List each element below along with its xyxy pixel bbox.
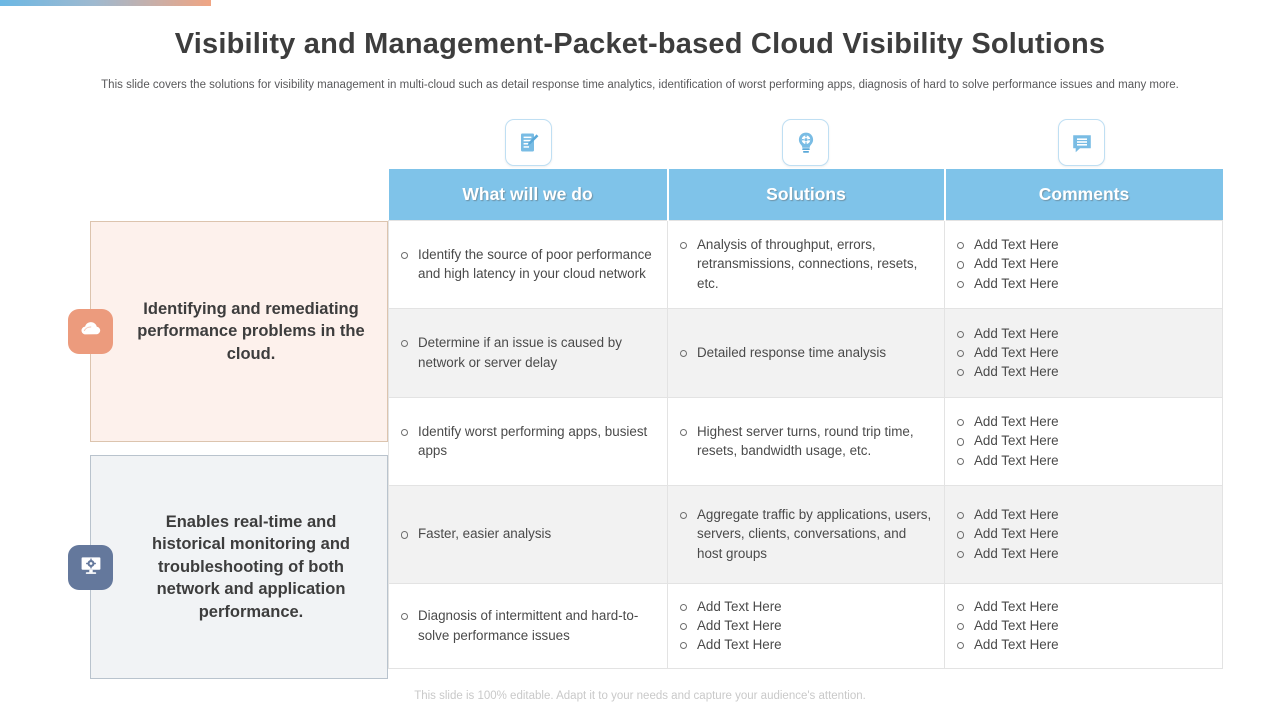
bullet-list: Aggregate traffic by applications, users… [678, 505, 932, 563]
list-item: Add Text Here [955, 362, 1210, 381]
list-item: Determine if an issue is caused by netwo… [399, 333, 655, 371]
cell-comments: Add Text Here Add Text Here Add Text Her… [944, 219, 1223, 309]
callout-panel-background [90, 221, 388, 442]
callout-panel-text: Enables real-time and historical monitor… [151, 512, 350, 621]
monitor-gear-icon [78, 552, 104, 583]
cell-what: Diagnosis of intermittent and hard-to-so… [388, 582, 668, 669]
list-item: Add Text Here [955, 274, 1210, 293]
callout-panel-text: Identifying and remediating performance … [137, 299, 365, 363]
list-item: Add Text Here [678, 597, 932, 616]
monitor-gear-icon-tile[interactable] [68, 545, 113, 590]
bullet-list: Analysis of throughput, errors, retransm… [678, 235, 932, 293]
cell-what: Identify worst performing apps, busiest … [388, 396, 668, 486]
badge-solutions[interactable] [782, 119, 829, 166]
list-item: Analysis of throughput, errors, retransm… [678, 235, 932, 293]
badge-comments[interactable] [1058, 119, 1105, 166]
bullet-list: Determine if an issue is caused by netwo… [399, 333, 655, 371]
slide-footer-note: This slide is 100% editable. Adapt it to… [414, 690, 866, 702]
list-item: Detailed response time analysis [678, 343, 932, 362]
column-header-solutions: Solutions [667, 169, 946, 220]
bullet-list: Add Text Here Add Text Here Add Text Her… [955, 235, 1210, 293]
list-item: Highest server turns, round trip time, r… [678, 422, 932, 460]
table-row: Determine if an issue is caused by netwo… [388, 307, 1223, 398]
column-header-comments: Comments [944, 169, 1223, 220]
list-item: Add Text Here [955, 524, 1210, 543]
cell-comments: Add Text Here Add Text Here Add Text Her… [944, 484, 1223, 584]
list-item: Identify worst performing apps, busiest … [399, 422, 655, 460]
bullet-list: Identify the source of poor performance … [399, 245, 655, 283]
comment-bubble-icon [1069, 130, 1095, 156]
bullet-list: Detailed response time analysis [678, 343, 932, 362]
bullet-list: Faster, easier analysis [399, 524, 655, 543]
bullet-list: Highest server turns, round trip time, r… [678, 422, 932, 460]
list-item: Add Text Here [955, 451, 1210, 470]
cell-solutions: Add Text Here Add Text Here Add Text Her… [667, 582, 945, 669]
list-item: Add Text Here [678, 635, 932, 654]
cell-solutions: Analysis of throughput, errors, retransm… [667, 219, 945, 309]
table-row: Diagnosis of intermittent and hard-to-so… [388, 582, 1223, 669]
list-item: Aggregate traffic by applications, users… [678, 505, 932, 563]
bullet-list: Add Text Here Add Text Here Add Text Her… [955, 597, 1210, 655]
callout-panel-monitoring: Enables real-time and historical monitor… [68, 455, 388, 679]
table-header-row: What will we do Solutions Comments [388, 169, 1223, 220]
page-title: Visibility and Management-Packet-based C… [174, 28, 1106, 60]
cell-comments: Add Text Here Add Text Here Add Text Her… [944, 396, 1223, 486]
cell-solutions: Detailed response time analysis [667, 307, 945, 398]
bullet-list: Add Text Here Add Text Here Add Text Her… [678, 597, 932, 655]
list-item: Add Text Here [955, 544, 1210, 563]
list-item: Add Text Here [955, 324, 1210, 343]
cell-comments: Add Text Here Add Text Here Add Text Her… [944, 582, 1223, 669]
top-accent-bar [0, 0, 211, 6]
list-item: Add Text Here [678, 616, 932, 635]
bullet-list: Diagnosis of intermittent and hard-to-so… [399, 606, 655, 644]
solutions-table: What will we do Solutions Comments Ident… [388, 169, 1223, 669]
document-edit-icon [516, 130, 542, 156]
lightbulb-gear-icon [793, 130, 819, 156]
cell-what: Identify the source of poor performance … [388, 219, 668, 309]
cloud-icon [78, 316, 104, 347]
cloud-icon-tile[interactable] [68, 309, 113, 354]
table-row: Identify the source of poor performance … [388, 219, 1223, 309]
bullet-list: Add Text Here Add Text Here Add Text Her… [955, 412, 1210, 470]
table-row: Faster, easier analysis Aggregate traffi… [388, 484, 1223, 584]
cell-solutions: Highest server turns, round trip time, r… [667, 396, 945, 486]
bullet-list: Identify worst performing apps, busiest … [399, 422, 655, 460]
list-item: Identify the source of poor performance … [399, 245, 655, 283]
list-item: Add Text Here [955, 505, 1210, 524]
list-item: Add Text Here [955, 343, 1210, 362]
table-row: Identify worst performing apps, busiest … [388, 396, 1223, 486]
callout-panel-background [90, 455, 388, 679]
list-item: Add Text Here [955, 635, 1210, 654]
list-item: Add Text Here [955, 412, 1210, 431]
list-item: Faster, easier analysis [399, 524, 655, 543]
list-item: Add Text Here [955, 597, 1210, 616]
column-header-what-will-we-do: What will we do [388, 169, 669, 220]
cell-solutions: Aggregate traffic by applications, users… [667, 484, 945, 584]
cell-what: Determine if an issue is caused by netwo… [388, 307, 668, 398]
cell-what: Faster, easier analysis [388, 484, 668, 584]
list-item: Add Text Here [955, 431, 1210, 450]
callout-panel-cloud: Identifying and remediating performance … [68, 221, 388, 442]
list-item: Diagnosis of intermittent and hard-to-so… [399, 606, 655, 644]
bullet-list: Add Text Here Add Text Here Add Text Her… [955, 505, 1210, 563]
badge-what-will-we-do[interactable] [505, 119, 552, 166]
list-item: Add Text Here [955, 254, 1210, 273]
bullet-list: Add Text Here Add Text Here Add Text Her… [955, 324, 1210, 382]
page-subtitle: This slide covers the solutions for visi… [101, 79, 1179, 91]
list-item: Add Text Here [955, 235, 1210, 254]
list-item: Add Text Here [955, 616, 1210, 635]
cell-comments: Add Text Here Add Text Here Add Text Her… [944, 307, 1223, 398]
